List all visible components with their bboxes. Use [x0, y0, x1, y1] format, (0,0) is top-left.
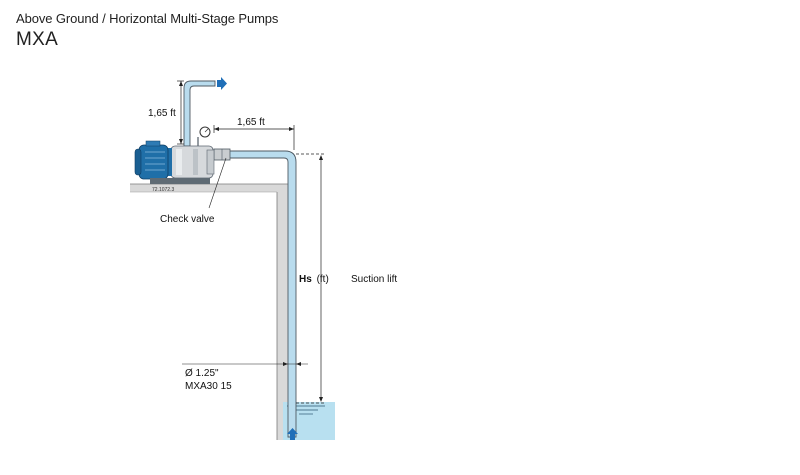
suction-inlet-arrow-icon	[287, 428, 298, 440]
pump-unit	[166, 145, 215, 179]
suction-length-label: 1,65 ft	[237, 117, 265, 128]
pump-motor	[134, 140, 169, 180]
suction-lift-symbol-text: Hs	[299, 274, 312, 285]
suction-lift-symbol: Hs (ft)	[299, 274, 329, 285]
pump-base	[150, 178, 210, 184]
suction-lift-label: Suction lift	[351, 274, 397, 285]
dimension-vertical-discharge	[177, 80, 184, 145]
discharge-height-label: 1,65 ft	[148, 108, 176, 119]
dimension-pipe-diameter	[182, 362, 308, 366]
pipe-diameter-label: Ø 1.25"	[185, 368, 219, 379]
pressure-gauge-icon	[197, 126, 211, 146]
page-title: MXA	[16, 29, 59, 50]
dimension-horizontal-suction	[213, 125, 295, 150]
check-valve-label: Check valve	[160, 214, 215, 225]
suction-lift-unit: (ft)	[317, 274, 329, 285]
model-code-label: 72.1072.3	[152, 187, 174, 193]
discharge-arrow-icon	[217, 77, 227, 90]
discharge-pipe	[183, 80, 216, 147]
suction-pipe	[228, 150, 297, 438]
check-valve-leader	[208, 157, 227, 209]
dimension-suction-lift	[296, 153, 325, 404]
page-subtitle: Above Ground / Horizontal Multi-Stage Pu…	[16, 11, 279, 26]
pump-model-label: MXA30 15	[185, 381, 232, 392]
check-valve	[213, 148, 231, 161]
